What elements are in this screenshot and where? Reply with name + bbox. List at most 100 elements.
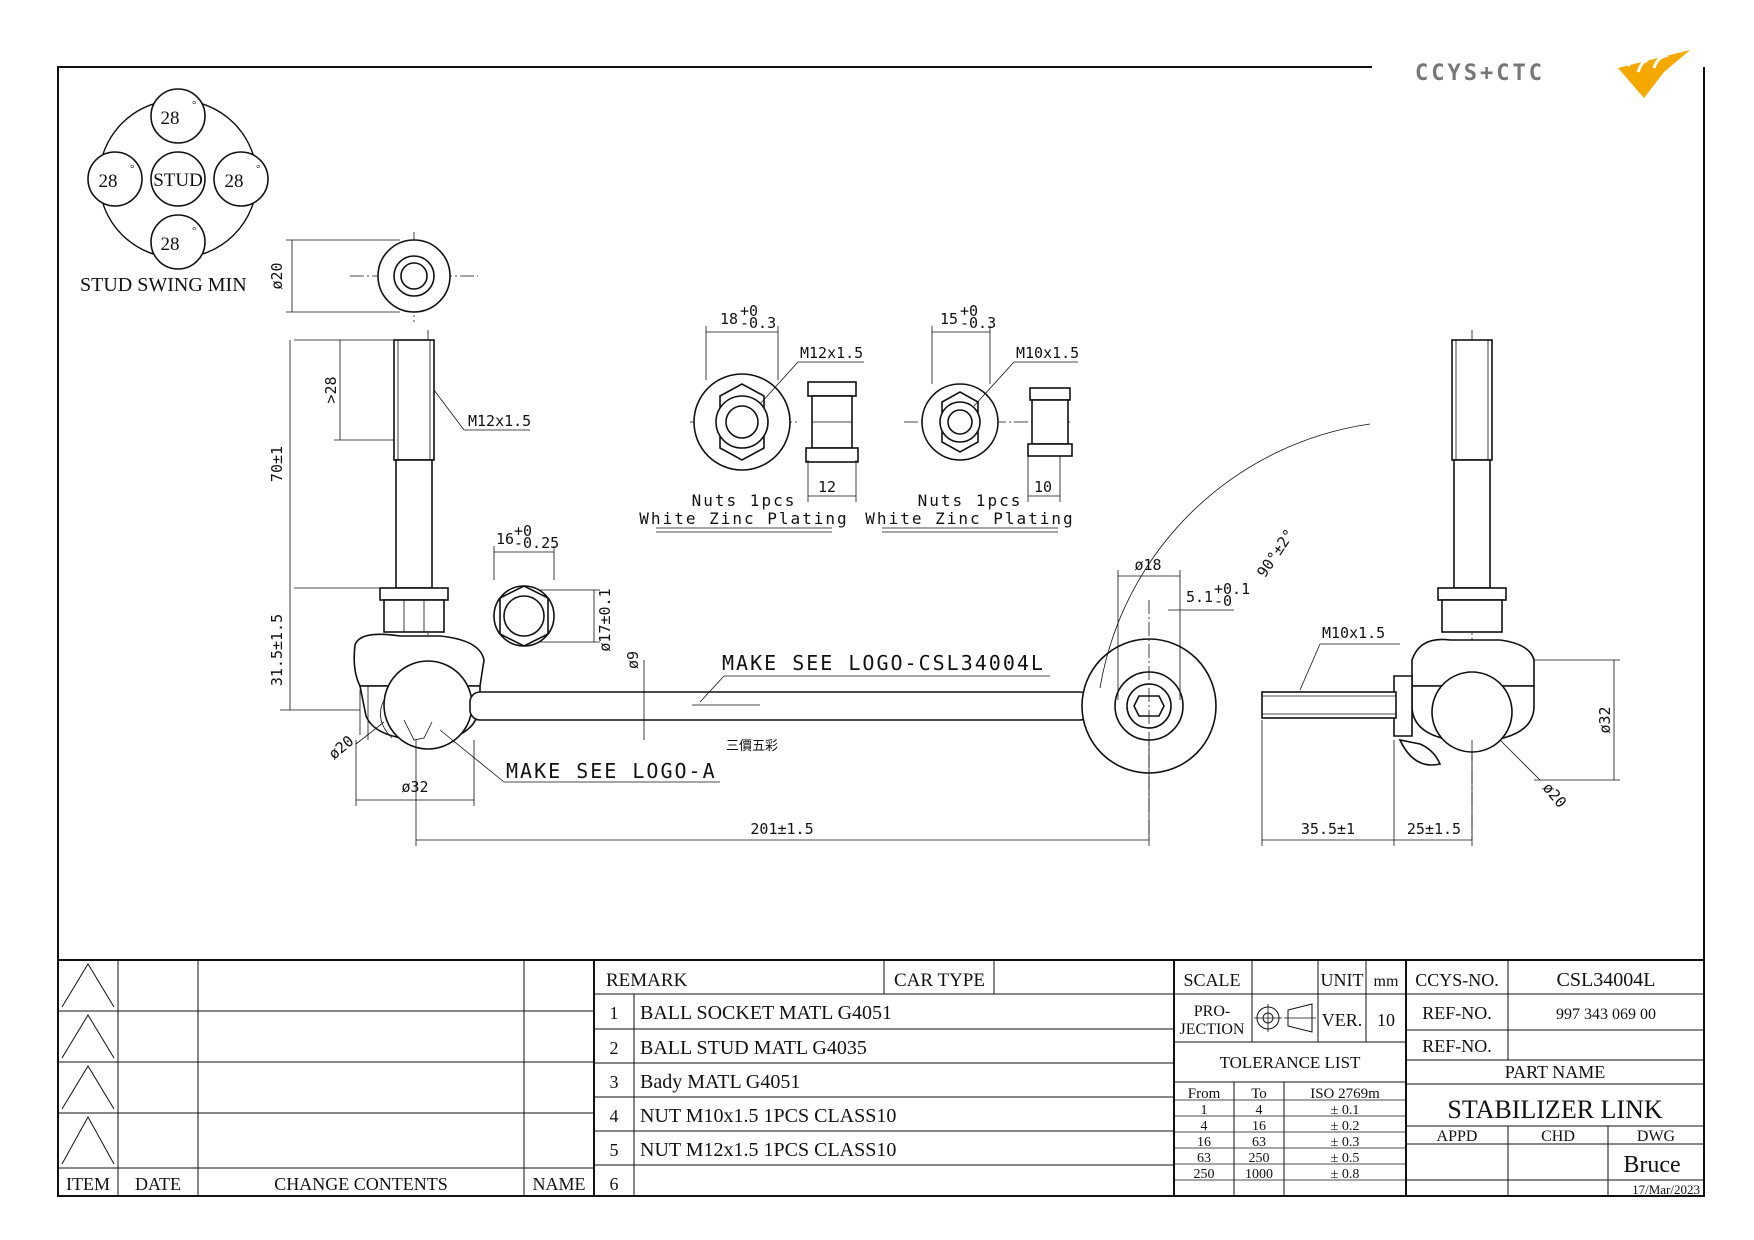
link-rod (469, 691, 1091, 721)
swing-angle-right: 28 (225, 171, 244, 192)
swing-angle-left: 28 (99, 171, 118, 192)
rev-header-date: DATE (135, 1174, 181, 1194)
swing-top-circle (150, 88, 206, 144)
stud-nut (383, 599, 445, 633)
tolerance-row: 1 4 ± 0.1 (1201, 1103, 1360, 1118)
dim-len-28: >28 (322, 376, 340, 403)
part-name-value: STABILIZER LINK (1447, 1095, 1662, 1124)
tolerance-row: 4 16 ± 0.2 (1201, 1119, 1360, 1134)
svg-text:± 0.5: ± 0.5 (1331, 1151, 1360, 1166)
dim-phi32-right: ø32 (1596, 706, 1614, 733)
svg-text:4: 4 (610, 1106, 619, 1126)
svg-text:1: 1 (1201, 1103, 1208, 1118)
stud-swing-diagram: STUD 28 28 28 28 ° ° ° ° STUD SWING MIN (80, 88, 269, 296)
dim-phi20-top: ø20 (268, 262, 286, 289)
dim-phi20-right: ø20 (1539, 779, 1570, 811)
drawer-name: Bruce (1623, 1152, 1680, 1178)
dim-len-70: 70±1 (268, 446, 286, 482)
unit-label: UNIT (1321, 970, 1364, 990)
svg-text:°: ° (192, 99, 196, 111)
dim-angle-90: 90°±2° (1253, 526, 1298, 581)
unit-value: mm (1374, 973, 1399, 990)
svg-text:+0: +0 (514, 522, 532, 540)
remark-item: NUT M12x1.5 1PCS CLASS10 (640, 1139, 896, 1161)
dim-phi32-left: ø32 (401, 778, 428, 796)
note-make-logo-a: MAKE SEE LOGO-A (506, 759, 717, 783)
stud-thread (393, 339, 435, 461)
nuts-label-2: Nuts 1pcs (918, 491, 1023, 510)
part-name-label: PART NAME (1505, 1062, 1605, 1082)
plating-2: White Zinc Plating (865, 509, 1074, 528)
ball (383, 660, 473, 750)
angle-arc (1099, 423, 1371, 689)
dim-len-315: 31.5±1.5 (268, 614, 286, 686)
dim-nut15: 15 (940, 310, 958, 328)
svg-text:250: 250 (1249, 1151, 1270, 1166)
svg-text:2: 2 (610, 1038, 619, 1058)
ccys-no-value: CSL34004L (1557, 969, 1656, 991)
swing-angle-bottom: 28 (161, 234, 180, 255)
stud-shank (395, 459, 433, 589)
small-nut-view: 16 +0 -0.25 ø17±0.1 (493, 522, 614, 652)
chd-label: CHD (1541, 1128, 1575, 1145)
dim-thread-m12: M12x1.5 (468, 412, 531, 430)
remark-item: NUT M10x1.5 1PCS CLASS10 (640, 1105, 896, 1127)
swing-angle-top: 28 (161, 108, 180, 129)
dim-nut-m10: M10x1.5 (1016, 344, 1079, 362)
dim-thread-m10: M10x1.5 (1322, 624, 1385, 642)
rev-header-name: NAME (533, 1174, 586, 1194)
svg-text:+0: +0 (960, 302, 978, 320)
dim-len-201: 201±1.5 (750, 820, 813, 838)
appd-label: APPD (1437, 1128, 1478, 1145)
rev-header-change: CHANGE CONTENTS (274, 1174, 448, 1194)
svg-text:-0.3: -0.3 (740, 314, 776, 332)
svg-text:5: 5 (610, 1140, 619, 1160)
dim-nut-w10: 10 (1034, 478, 1052, 496)
dim-nut16: 16 (496, 530, 514, 548)
rev-header-item: ITEM (66, 1174, 110, 1194)
swing-right-circle (213, 151, 269, 207)
remark-item: BALL SOCKET MATL G4051 (640, 1002, 892, 1024)
dim-phi20-ball: ø20 (325, 732, 357, 763)
svg-text:63: 63 (1197, 1151, 1211, 1166)
dwg-label: DWG (1637, 1128, 1676, 1145)
svg-text:± 0.3: ± 0.3 (1331, 1135, 1360, 1150)
left-ball-joint: >28 70±1 31.5±1.5 M12x1.5 ø20 ø32 MAKE S… (268, 330, 1091, 806)
ref-no-value-1: 997 343 069 00 (1556, 1006, 1656, 1023)
tolerance-row: 16 63 ± 0.3 (1197, 1135, 1359, 1150)
projection-symbol-icon (1254, 1003, 1316, 1033)
remark-header: REMARK (606, 970, 688, 991)
dim-nut-m12: M12x1.5 (800, 344, 863, 362)
svg-text:+0.1: +0.1 (1214, 580, 1250, 598)
nuts-label-1: Nuts 1pcs (692, 491, 797, 510)
dim-len-51: 5.1 (1186, 588, 1213, 606)
nut-m12-detail: 18 +0 -0.3 M12x1.5 12 Nuts 1pcs White Zi… (639, 302, 864, 533)
svg-text:°: ° (256, 163, 260, 175)
swing-center-label: STUD (153, 170, 203, 191)
svg-text:°: ° (192, 225, 196, 237)
scale-label: SCALE (1183, 970, 1240, 990)
ver-label: VER. (1322, 1010, 1363, 1030)
swing-center-circle (150, 151, 206, 207)
swing-left-circle (87, 151, 143, 207)
svg-text:± 0.8: ± 0.8 (1331, 1167, 1360, 1182)
svg-text:To: To (1251, 1086, 1267, 1102)
svg-text:16: 16 (1197, 1135, 1211, 1150)
drawing-frame (57, 66, 1705, 1197)
projection-label-1: PRO- (1194, 1003, 1230, 1020)
dim-phi9: ø9 (624, 651, 642, 669)
stud-top-view: ø20 (268, 232, 478, 322)
svg-text:6: 6 (610, 1174, 619, 1194)
title-block: ITEM DATE CHANGE CONTENTS NAME REMARK CA… (58, 959, 1704, 1197)
note-make-logo-csl: MAKE SEE LOGO-CSL34004L (722, 651, 1045, 675)
ref-no-label-1: REF-NO. (1422, 1003, 1492, 1023)
ref-no-label-2: REF-NO. (1422, 1036, 1492, 1056)
svg-text:± 0.2: ± 0.2 (1331, 1119, 1360, 1134)
nut-m10-detail: 15 +0 -0.3 M10x1.5 10 Nuts 1pcs White Zi… (865, 302, 1079, 533)
dim-len-25: 25±1.5 (1407, 820, 1461, 838)
svg-text:ISO 2769m: ISO 2769m (1310, 1086, 1380, 1102)
ccys-no-label: CCYS-NO. (1415, 970, 1499, 990)
svg-text:-0: -0 (1214, 592, 1232, 610)
svg-text:3: 3 (610, 1072, 619, 1092)
